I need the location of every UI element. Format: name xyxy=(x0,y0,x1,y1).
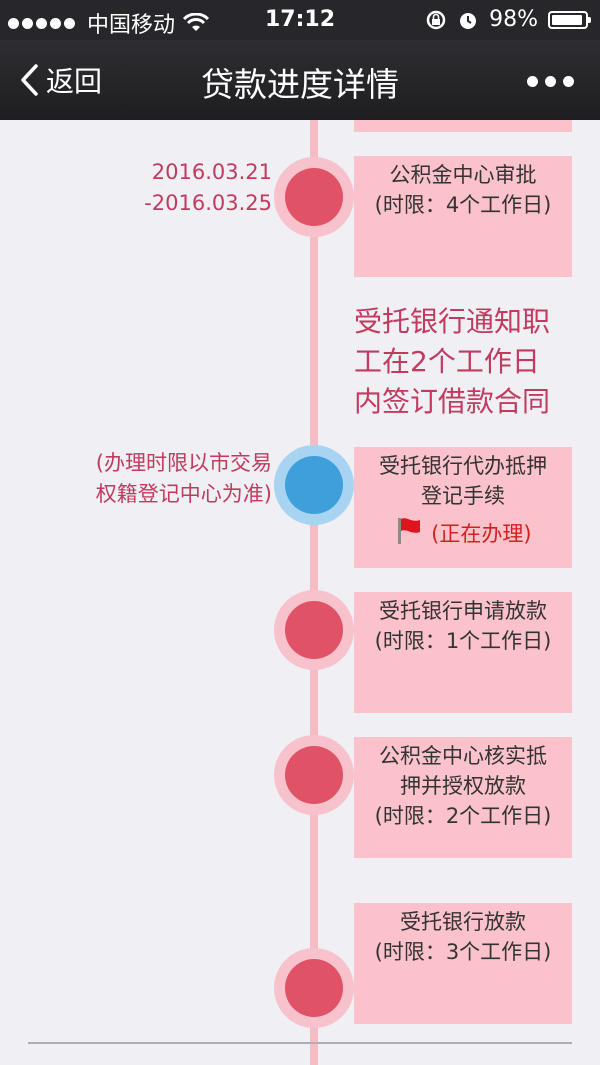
step-approval-title: 公积金中心审批 xyxy=(389,163,537,187)
bottom-divider xyxy=(28,1042,572,1044)
step-mortgage-title: 登记手续 xyxy=(421,484,505,508)
side-note-line: (办理时限以市交易 xyxy=(95,451,272,475)
step-verify-title: 公积金中心核实抵 xyxy=(379,744,547,768)
wifi-icon xyxy=(183,13,210,31)
step-apply-loan-limit: (时限：1个工作日) xyxy=(374,629,552,653)
status-bar: 中国移动 17:12 98% xyxy=(0,0,600,40)
nav-bar: 返回 贷款进度详情 xyxy=(0,40,600,120)
side-note-line: 权籍登记中心为准) xyxy=(95,482,272,506)
more-button[interactable] xyxy=(527,76,574,87)
step-approval-date: 2016.03.21 -2016.03.25 xyxy=(144,157,272,219)
step-verify-card: 公积金中心核实抵 押并授权放款 (时限：2个工作日) xyxy=(354,737,572,858)
back-label: 返回 xyxy=(46,65,103,98)
step-release-node xyxy=(274,948,354,1028)
step-verify-limit: (时限：2个工作日) xyxy=(374,804,552,828)
step-mortgage-status-row: (正在办理) xyxy=(354,515,572,549)
contract-note-line: 内签订借款合同 xyxy=(354,385,551,418)
step-apply-loan-node xyxy=(274,590,354,670)
step-verify-node xyxy=(274,735,354,815)
status-left: 中国移动 xyxy=(8,7,210,39)
step-release-card: 受托银行放款 (时限：3个工作日) xyxy=(354,903,572,1024)
timeline: 2016.03.21 -2016.03.25 公积金中心审批 (时限：4个工作日… xyxy=(0,120,600,1065)
step-release-title: 受托银行放款 xyxy=(400,910,526,934)
battery-icon xyxy=(548,10,591,29)
step-mortgage-status: (正在办理) xyxy=(431,522,532,546)
step-mortgage-side-note: (办理时限以市交易 权籍登记中心为准) xyxy=(96,448,272,510)
date-start: 2016.03.21 xyxy=(151,160,272,184)
step-approval-limit: (时限：4个工作日) xyxy=(374,193,552,217)
red-flag-icon xyxy=(398,518,421,544)
date-end: -2016.03.25 xyxy=(144,191,272,215)
step-approval-card: 公积金中心审批 (时限：4个工作日) xyxy=(354,156,572,277)
battery-percent: 98% xyxy=(489,7,538,32)
step-apply-loan-card: 受托银行申请放款 (时限：1个工作日) xyxy=(354,592,572,713)
step-verify-title: 押并授权放款 xyxy=(400,774,526,798)
step-release-limit: (时限：3个工作日) xyxy=(374,940,552,964)
rotation-lock-icon xyxy=(426,10,446,29)
back-button[interactable]: 返回 xyxy=(18,60,102,100)
alarm-icon xyxy=(460,12,477,29)
step-mortgage-node xyxy=(274,445,354,525)
carrier-name: 中国移动 xyxy=(87,13,176,38)
step-mortgage-title: 受托银行代办抵押 xyxy=(379,454,547,478)
contract-note-line: 受托银行通知职 xyxy=(354,305,551,338)
page-title: 贷款进度详情 xyxy=(201,65,399,104)
chevron-left-icon xyxy=(21,64,38,96)
status-right: 98% xyxy=(425,7,591,32)
contract-note-line: 工在2个工作日 xyxy=(354,345,540,378)
step-approval-node xyxy=(274,157,354,237)
step-mortgage-card: 受托银行代办抵押 登记手续 (正在办理) xyxy=(354,447,572,568)
previous-step-card xyxy=(354,120,572,132)
signal-icon xyxy=(8,17,75,29)
status-time: 17:12 xyxy=(264,7,336,32)
step-apply-loan-title: 受托银行申请放款 xyxy=(379,599,547,623)
contract-note: 受托银行通知职 工在2个工作日 内签订借款合同 xyxy=(354,302,584,422)
